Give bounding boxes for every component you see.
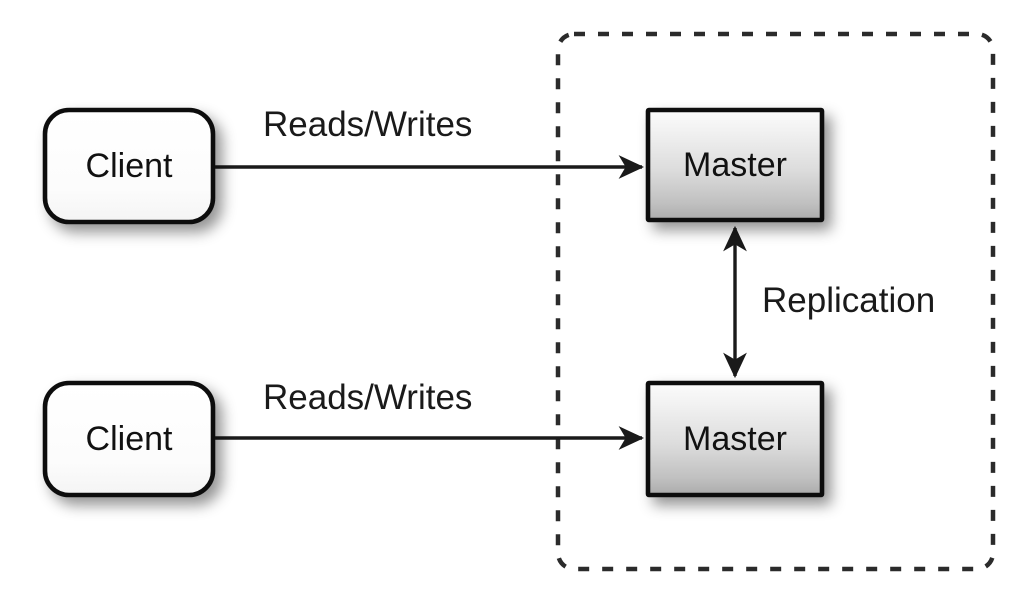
node-master-top[interactable] [645, 107, 825, 223]
replication-cluster-boundary [555, 31, 996, 572]
edge-label-reads-writes-top: Reads/Writes [263, 105, 473, 144]
node-client-bottom[interactable] [42, 380, 216, 498]
edge-label-replication: Replication [762, 281, 936, 320]
edge-label-reads-writes-bottom: Reads/Writes [263, 378, 473, 417]
node-master-bottom[interactable] [645, 380, 825, 498]
node-client-top[interactable] [42, 107, 216, 225]
